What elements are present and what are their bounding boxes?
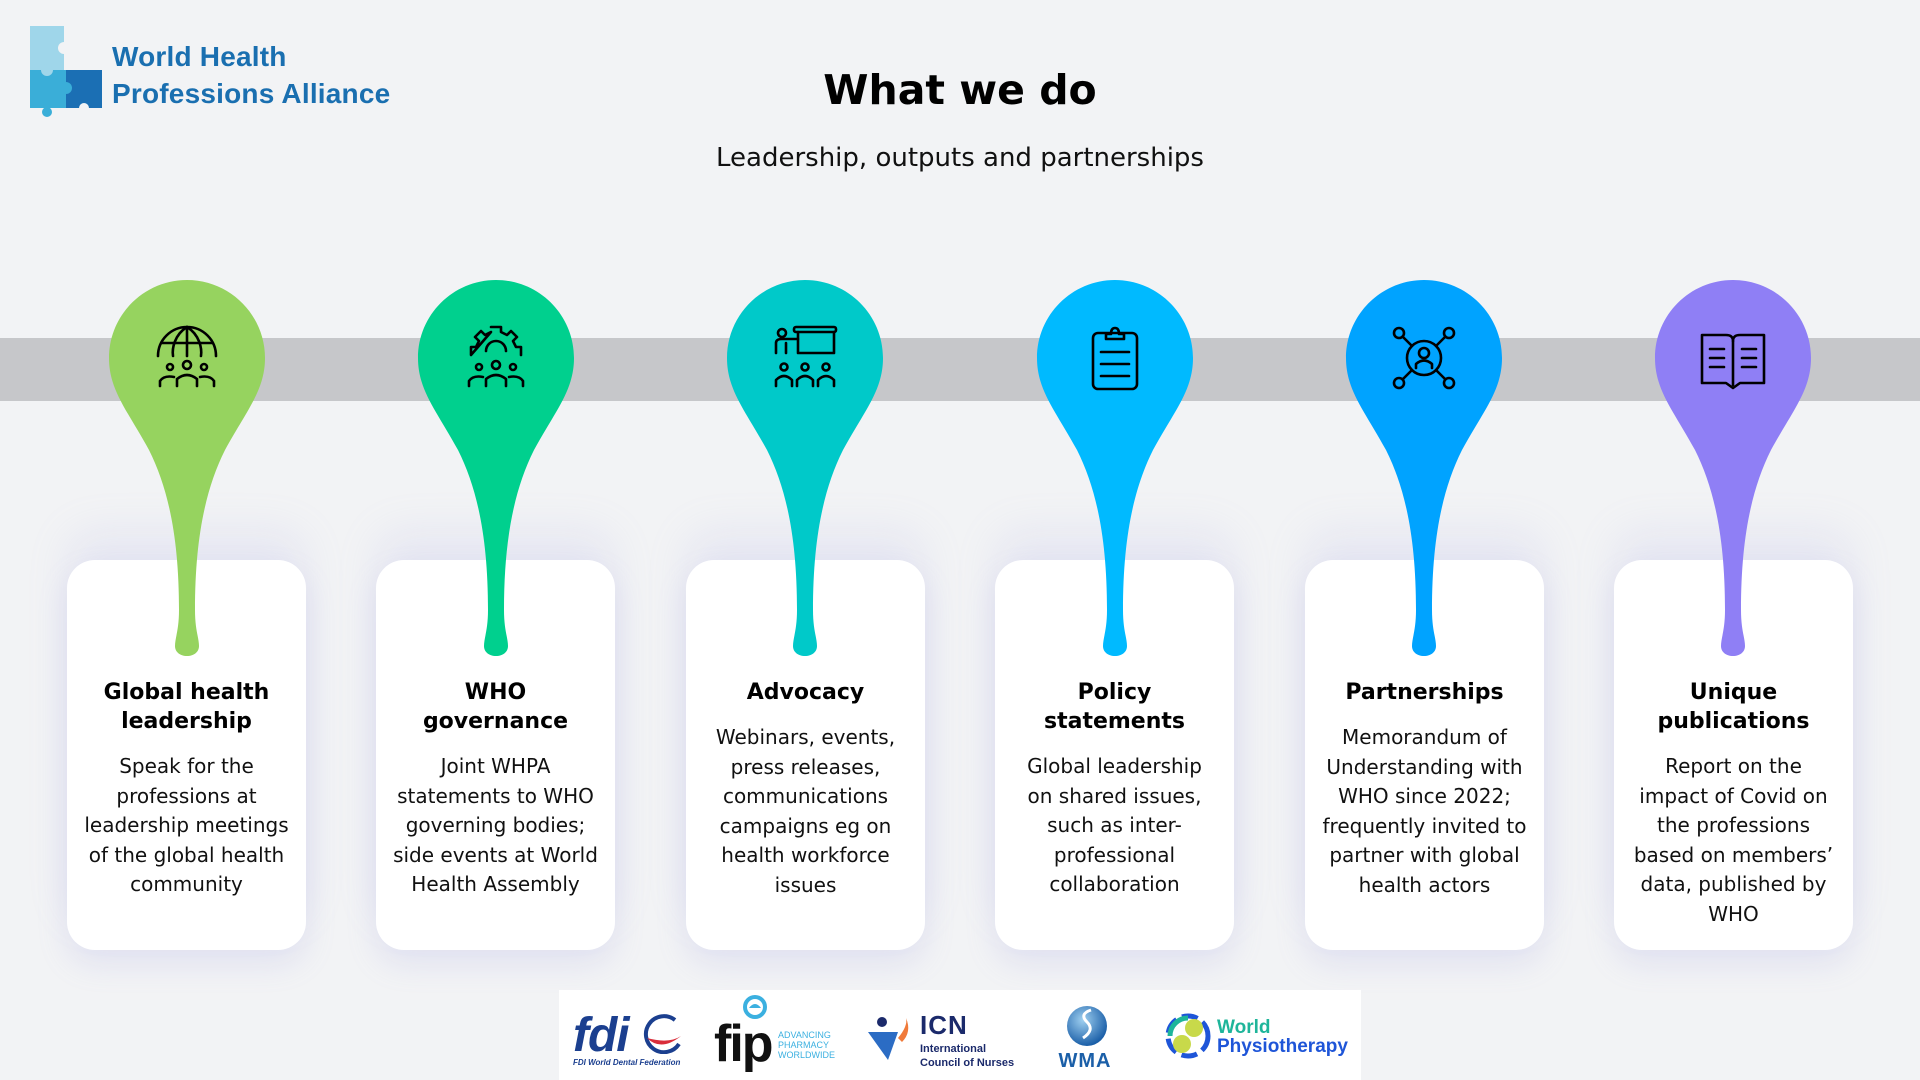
card-body-line: data, published by [1640, 872, 1827, 896]
card-title: Policy [1077, 680, 1152, 705]
world-physiotherapy-line1: World [1217, 1017, 1271, 1038]
logo-line-1: World Health [112, 41, 287, 72]
card-body-line: Speak for the [119, 754, 254, 778]
fip-tagline-line: WORLDWIDE [778, 1050, 835, 1060]
world-physiotherapy-line2: Physiotherapy [1217, 1036, 1348, 1057]
fip-wordmark: fip [714, 1015, 774, 1073]
card-body-line: community [130, 872, 243, 896]
pin-who-governance [416, 280, 576, 660]
card-body-line: of the global health [88, 842, 285, 867]
icn-logo: ICN International Council of Nurses [864, 990, 1044, 1080]
open-book-icon [1700, 333, 1766, 390]
card-title: Advocacy [746, 680, 865, 705]
card-body-line: press releases, [730, 754, 881, 779]
pin-shape [1655, 280, 1811, 656]
pillar-card-policy-statements: Policy statements Global leadership on sh… [995, 560, 1234, 950]
card-body-line: Health Assembly [411, 872, 580, 896]
member-logos-strip: fdi FDI World Dental Federation fip ADVA… [559, 990, 1361, 1080]
fip-tagline: ADVANCING PHARMACY WORLDWIDE [778, 1030, 835, 1060]
wma-logo: WMA [1045, 990, 1125, 1080]
card-title: Partnerships [1345, 680, 1504, 705]
presentation-audience-icon [774, 325, 838, 388]
icn-subtitle-line: Council of Nurses [920, 1057, 1015, 1069]
pin-advocacy [725, 280, 885, 660]
pin-policy-statements [1035, 280, 1195, 660]
pin-shape [418, 280, 574, 656]
gear-people-icon [467, 325, 525, 388]
pin-shape [109, 280, 265, 656]
puzzle-logo-icon [30, 26, 102, 117]
card-title: leadership [121, 709, 252, 734]
card-body-line: governing bodies; [405, 813, 586, 837]
page-title: What we do [823, 66, 1097, 114]
card-title: publications [1657, 709, 1810, 734]
card-body-line: on shared issues, [1027, 783, 1202, 808]
card-body-line: collaboration [1049, 872, 1180, 896]
pillar-card-unique-publications: Unique publications Report on the impact … [1614, 560, 1853, 950]
fdi-smile-icon [643, 1014, 681, 1054]
card-body-line: Global leadership [1027, 754, 1202, 778]
timeline-band [0, 338, 1920, 401]
card-body-line: Understanding with [1326, 754, 1523, 779]
card-body-line: based on members’ [1633, 842, 1834, 867]
card-body-line: WHO [1708, 901, 1759, 926]
card-body-line: campaigns eg on [719, 813, 892, 838]
network-person-icon [1392, 326, 1456, 390]
card-body-line: health actors [1358, 872, 1491, 897]
icn-emblem-icon [868, 1017, 909, 1060]
pin-shape [1346, 280, 1502, 656]
card-body-line: professions at [116, 783, 257, 808]
card-title: statements [1043, 709, 1185, 734]
fdi-logo: fdi FDI World Dental Federation [559, 990, 689, 1080]
card-body-line: Webinars, events, [715, 725, 896, 749]
card-title: WHO [464, 680, 527, 705]
fip-emblem-icon [743, 995, 767, 1019]
card-body-line: professional [1053, 842, 1176, 867]
card-body-line: communications [722, 784, 889, 808]
card-title: Global health [103, 680, 270, 705]
fdi-subtitle: FDI World Dental Federation [573, 1058, 681, 1067]
card-body-line: statements to WHO [397, 783, 594, 808]
world-physiotherapy-logo: World Physiotherapy [1159, 990, 1359, 1080]
card-body-line: Report on the [1665, 754, 1802, 778]
fip-tagline-line: PHARMACY [778, 1040, 830, 1050]
fip-logo: fip ADVANCING PHARMACY WORLDWIDE [714, 990, 854, 1080]
pin-shape [1037, 280, 1193, 656]
clipboard-icon [1091, 326, 1139, 391]
card-title: governance [422, 709, 569, 734]
pin-unique-publications [1653, 280, 1813, 660]
card-title: Unique [1689, 680, 1778, 705]
card-body-line: Joint WHPA [440, 754, 551, 778]
pin-shape [727, 280, 883, 656]
wma-wordmark: WMA [1058, 1050, 1112, 1072]
fdi-wordmark: fdi [573, 1009, 630, 1062]
card-body-line: side events at World [393, 842, 598, 867]
card-body-line: WHO since 2022; [1338, 784, 1511, 808]
card-body-line: such as inter- [1047, 813, 1182, 837]
icn-subtitle-line: International [920, 1043, 987, 1055]
card-body-line: frequently invited to [1322, 813, 1527, 838]
globe-people-icon [156, 325, 218, 388]
card-body-line: impact of Covid on [1639, 783, 1828, 808]
logo-line-2: Professions Alliance [112, 78, 391, 109]
wma-globe-icon [1067, 1006, 1107, 1046]
card-body-line: issues [774, 872, 837, 897]
page-subtitle: Leadership, outputs and partnerships [716, 143, 1204, 173]
card-body-line: leadership meetings [84, 813, 289, 837]
pillar-card-partnerships: Partnerships Memorandum of Understanding… [1305, 560, 1544, 950]
pin-partnerships [1344, 280, 1504, 660]
pin-global-health-leadership [107, 280, 267, 660]
card-body-line: Memorandum of [1342, 725, 1507, 749]
icn-wordmark: ICN [920, 1010, 968, 1040]
fip-tagline-line: ADVANCING [778, 1030, 831, 1040]
icn-subtitle: International Council of Nurses [920, 1042, 1014, 1070]
card-body-line: health workforce [721, 843, 890, 867]
world-physiotherapy-emblem-icon [1165, 1013, 1211, 1059]
card-body-line: partner with global [1329, 843, 1520, 867]
card-body-line: the professions [1657, 813, 1810, 837]
